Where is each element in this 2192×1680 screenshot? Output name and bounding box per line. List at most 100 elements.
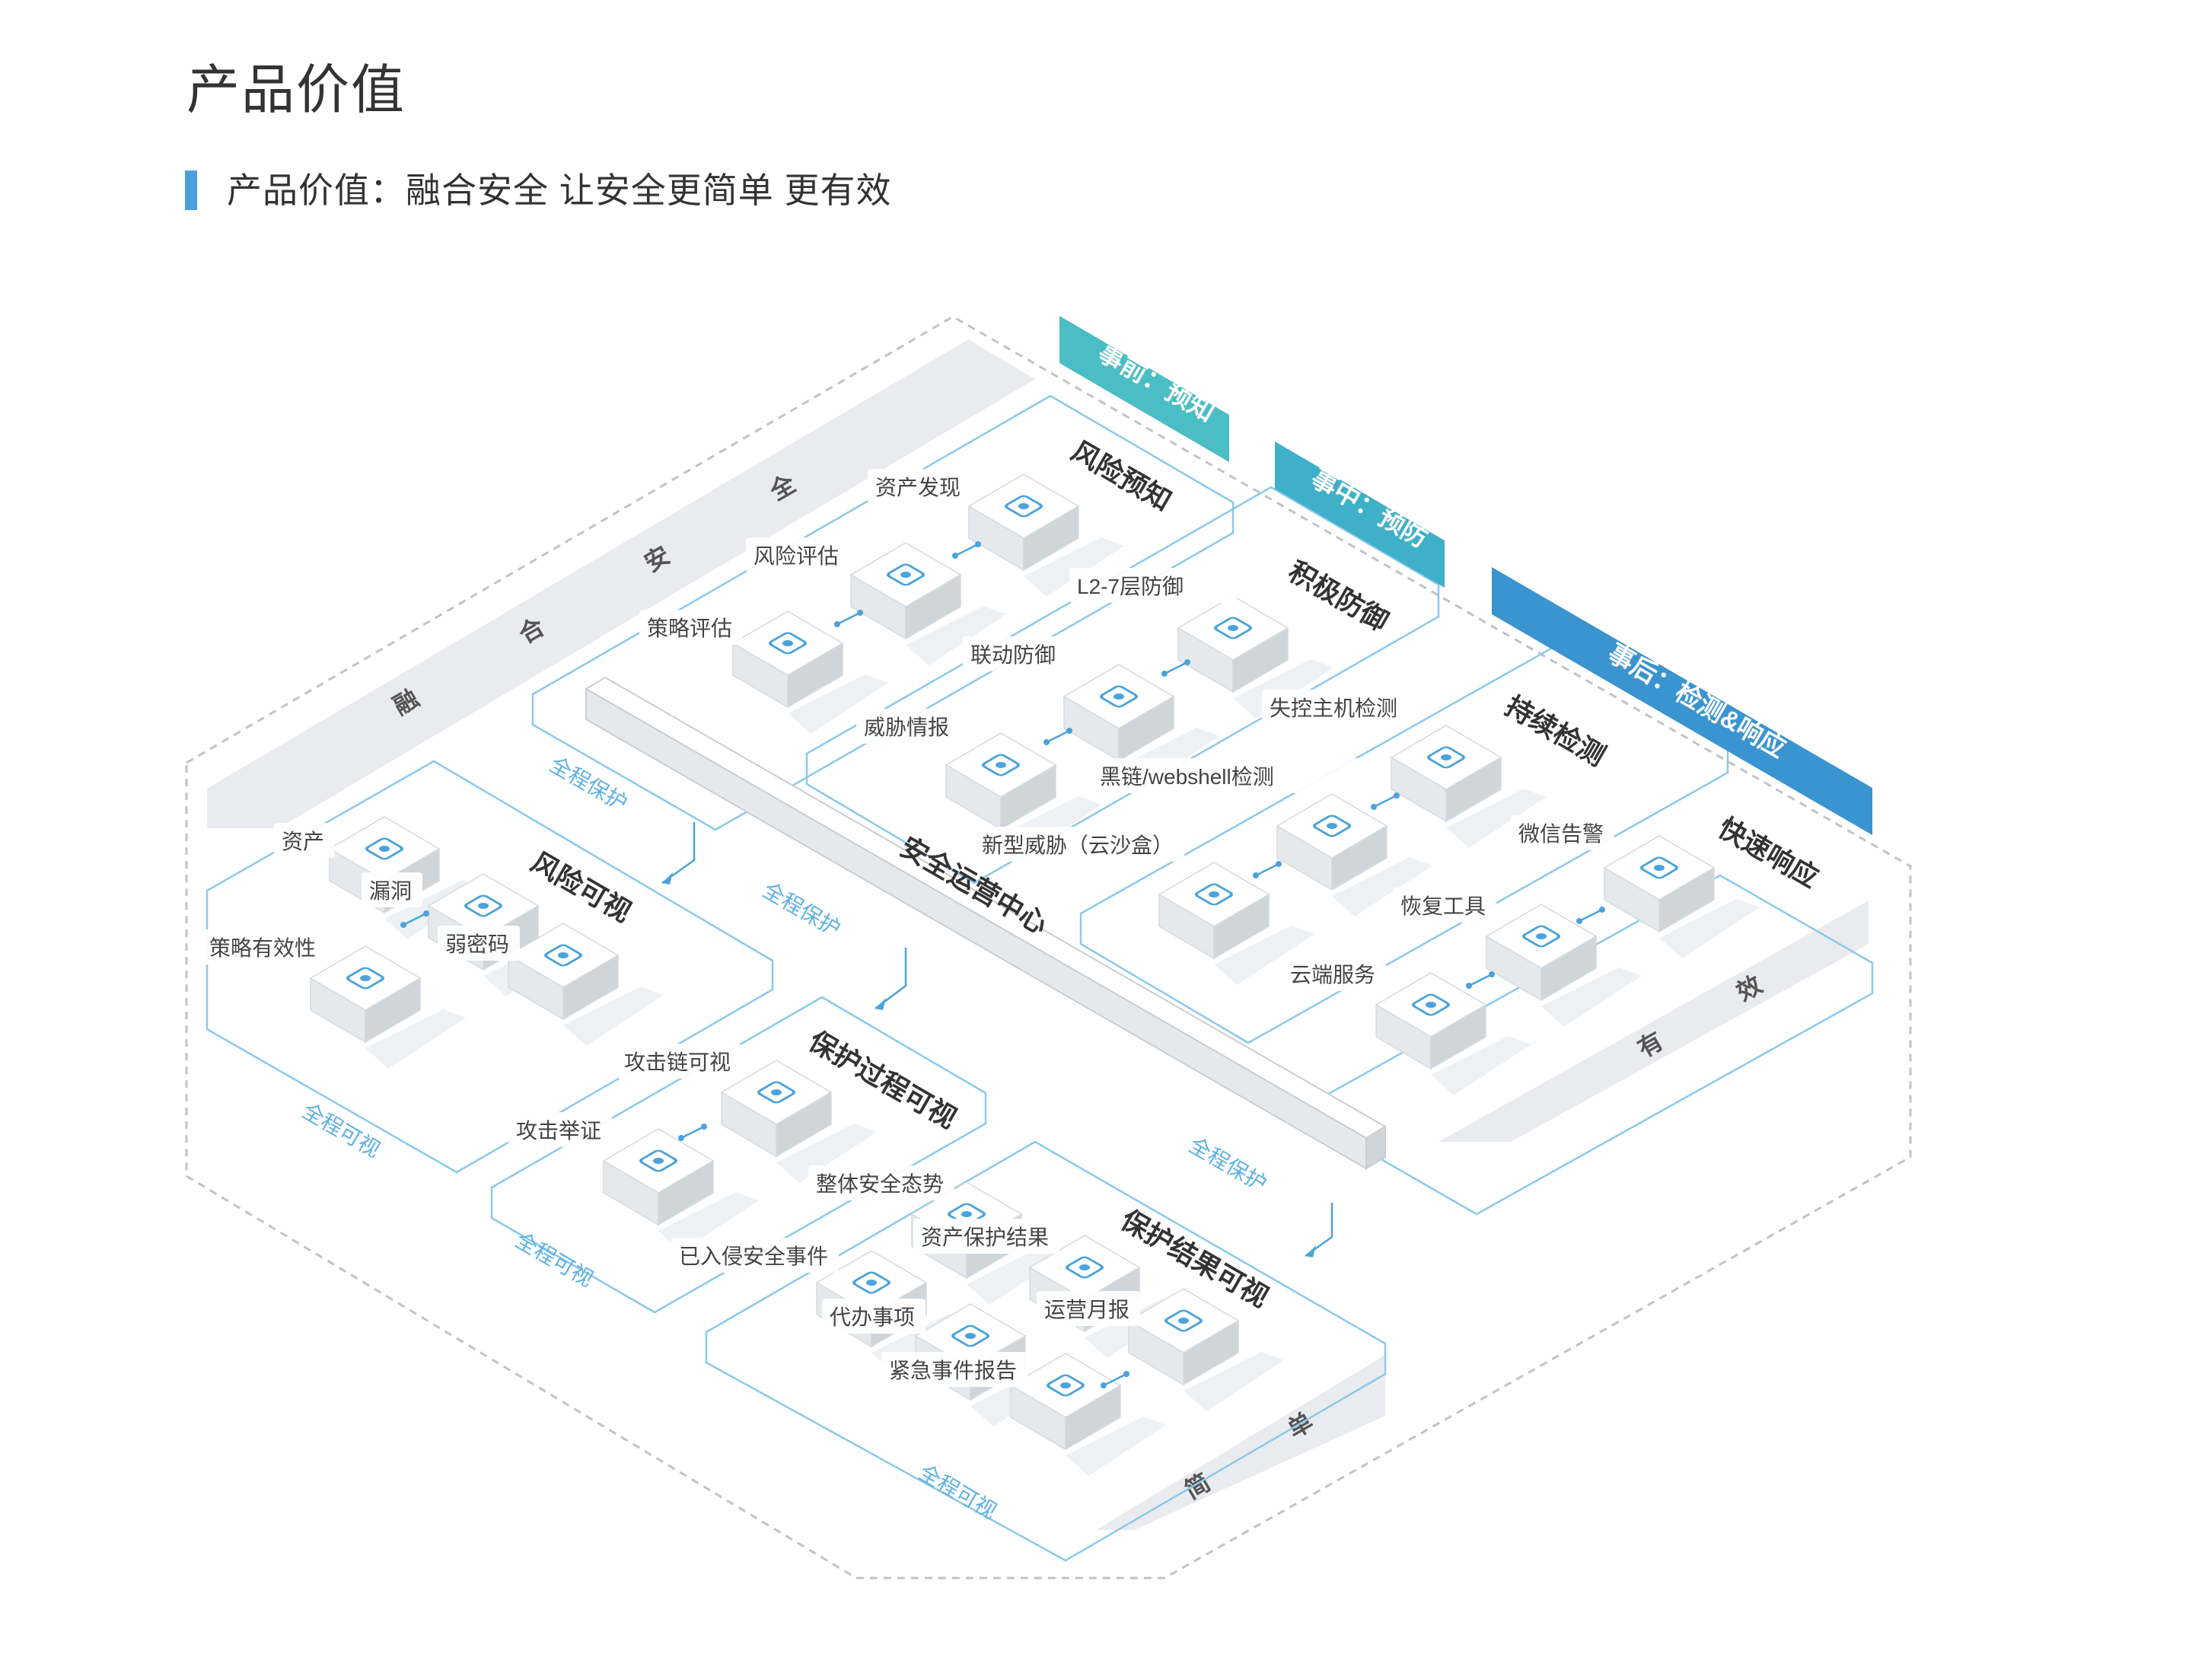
block-label-text: 策略评估: [647, 617, 732, 640]
block-label-text: 攻击链可视: [624, 1050, 731, 1074]
panel-title: 风险预知: [1066, 435, 1177, 517]
block-label: 风险评估: [746, 537, 849, 572]
block-label-text: 攻击举证: [516, 1119, 601, 1143]
linkage-icon: [1100, 685, 1138, 708]
link-arrow: [1579, 908, 1603, 923]
block-label: 策略有效性: [202, 929, 327, 964]
risk-assessment-icon: [887, 563, 925, 586]
link-arrow: [1103, 1372, 1127, 1387]
block-label-text: 恢复工具: [1400, 894, 1486, 918]
block-label: 恢复工具: [1393, 888, 1496, 923]
flow-label: 全程可视: [915, 1460, 1001, 1523]
block-linkage: 联动防御: [963, 636, 1219, 787]
block-label-text: 黑链/webshell检测: [1100, 765, 1274, 789]
calendar-icon: [1164, 1309, 1203, 1332]
block-restore: 恢复工具: [1393, 888, 1642, 1027]
page-title: 产品价值: [186, 60, 406, 120]
block-label-text: 弱密码: [445, 932, 509, 956]
block-label: 已入侵安全事件: [671, 1238, 839, 1273]
block-label: 新型威胁（云沙盒）: [974, 827, 1184, 862]
block-cloud-service: 云端服务: [1282, 956, 1531, 1095]
banner-post: 事后：检测&响应: [1492, 567, 1872, 835]
block-report: 紧急事件报告: [881, 1352, 1166, 1476]
restore-icon: [1522, 925, 1560, 948]
block-label-text: L2-7层防御: [1077, 575, 1184, 598]
link-arrow: [836, 611, 861, 626]
report-icon: [1047, 1374, 1085, 1397]
block-label-text: 失控主机检测: [1270, 697, 1397, 720]
link-arrow-head: [678, 1135, 684, 1141]
link-arrow-head: [1161, 671, 1168, 677]
asset-discovery-icon: [1005, 495, 1043, 518]
security-ops-center: 安全运营中心: [585, 676, 1387, 1170]
link-arrow-head: [423, 910, 429, 917]
block-shield: L2-7层防御: [1069, 568, 1333, 719]
block-label-text: 策略有效性: [209, 936, 316, 960]
block-policy-assessment: 策略评估: [639, 610, 888, 734]
webshell-icon: [1313, 814, 1351, 837]
monitor-icon: [1066, 1256, 1104, 1279]
link-arrow-head: [857, 610, 863, 616]
block-label-text: 资产发现: [875, 476, 961, 499]
block-label: 失控主机检测: [1262, 690, 1408, 725]
block-label: 弱密码: [438, 926, 520, 961]
bar-chart-icon: [346, 967, 384, 990]
block-label: 代办事项: [822, 1299, 926, 1334]
link-arrow: [1046, 729, 1070, 744]
simple-band: [1096, 1355, 1385, 1530]
policy-assessment-icon: [769, 632, 807, 655]
block-label-text: 云端服务: [1290, 963, 1375, 987]
link-arrow-head: [1043, 739, 1050, 745]
subtitle-accent-bar: [185, 171, 197, 210]
link-arrow-head: [701, 1124, 707, 1130]
block-label: 紧急事件报告: [881, 1352, 1028, 1387]
flow-label: 全程保护: [759, 878, 845, 941]
block-label: 运营月报: [1037, 1291, 1140, 1326]
link-arrow-head: [1066, 728, 1072, 734]
block-label-text: 微信告警: [1518, 822, 1604, 846]
block-lock: 弱密码: [438, 923, 664, 1046]
block-label: 微信告警: [1511, 815, 1614, 850]
event-icon: [852, 1271, 890, 1294]
block-label: 攻击举证: [508, 1112, 612, 1147]
link-arrow-head: [1184, 659, 1190, 665]
link-arrow-head: [1489, 971, 1495, 977]
block-wechat: 微信告警: [1511, 815, 1760, 958]
block-label: 资产保护结果: [913, 1219, 1059, 1254]
bug-icon: [464, 894, 502, 917]
asset-icon: [365, 837, 403, 860]
block-label: 整体安全态势: [808, 1165, 954, 1200]
shield-icon: [1214, 617, 1252, 639]
panel-active-defense: [805, 486, 1440, 885]
link-arrow: [1164, 661, 1188, 675]
panel-risk-visible: [206, 760, 774, 1174]
block-label-text: 已入侵安全事件: [679, 1245, 828, 1268]
block-label: L2-7层防御: [1069, 568, 1237, 603]
block-label: 资产发现: [868, 469, 971, 504]
panel-risk-predict: [531, 394, 1235, 831]
block-label-text: 运营月报: [1044, 1298, 1129, 1321]
block-label-text: 新型威胁（云沙盒）: [982, 834, 1174, 857]
block-label-text: 资产: [282, 830, 324, 853]
link-arrow-head: [975, 541, 981, 547]
link-arrow-head: [952, 553, 958, 559]
block-document: 攻击举证: [508, 1112, 759, 1251]
block-label: 漏洞: [362, 872, 422, 907]
link-arrow-head: [1599, 907, 1605, 913]
link-arrow: [403, 912, 427, 926]
block-risk-assessment: 风险评估: [746, 537, 1006, 665]
block-asset-discovery: 资产发现: [868, 469, 1124, 597]
block-bar-chart: 策略有效性: [202, 929, 466, 1069]
panel-result-visible: [705, 1140, 1387, 1562]
connector-arrows: [661, 822, 1333, 1258]
link-arrow-head: [1253, 872, 1259, 878]
panel-title: 积极防御: [1283, 555, 1394, 637]
link-arrow-head: [1394, 792, 1400, 799]
link-arrow-head: [1466, 983, 1472, 989]
link-arrow-head: [1371, 804, 1377, 810]
document-icon: [639, 1149, 677, 1172]
block-label: 资产: [274, 823, 335, 858]
block-label: 威胁情报: [856, 709, 960, 744]
